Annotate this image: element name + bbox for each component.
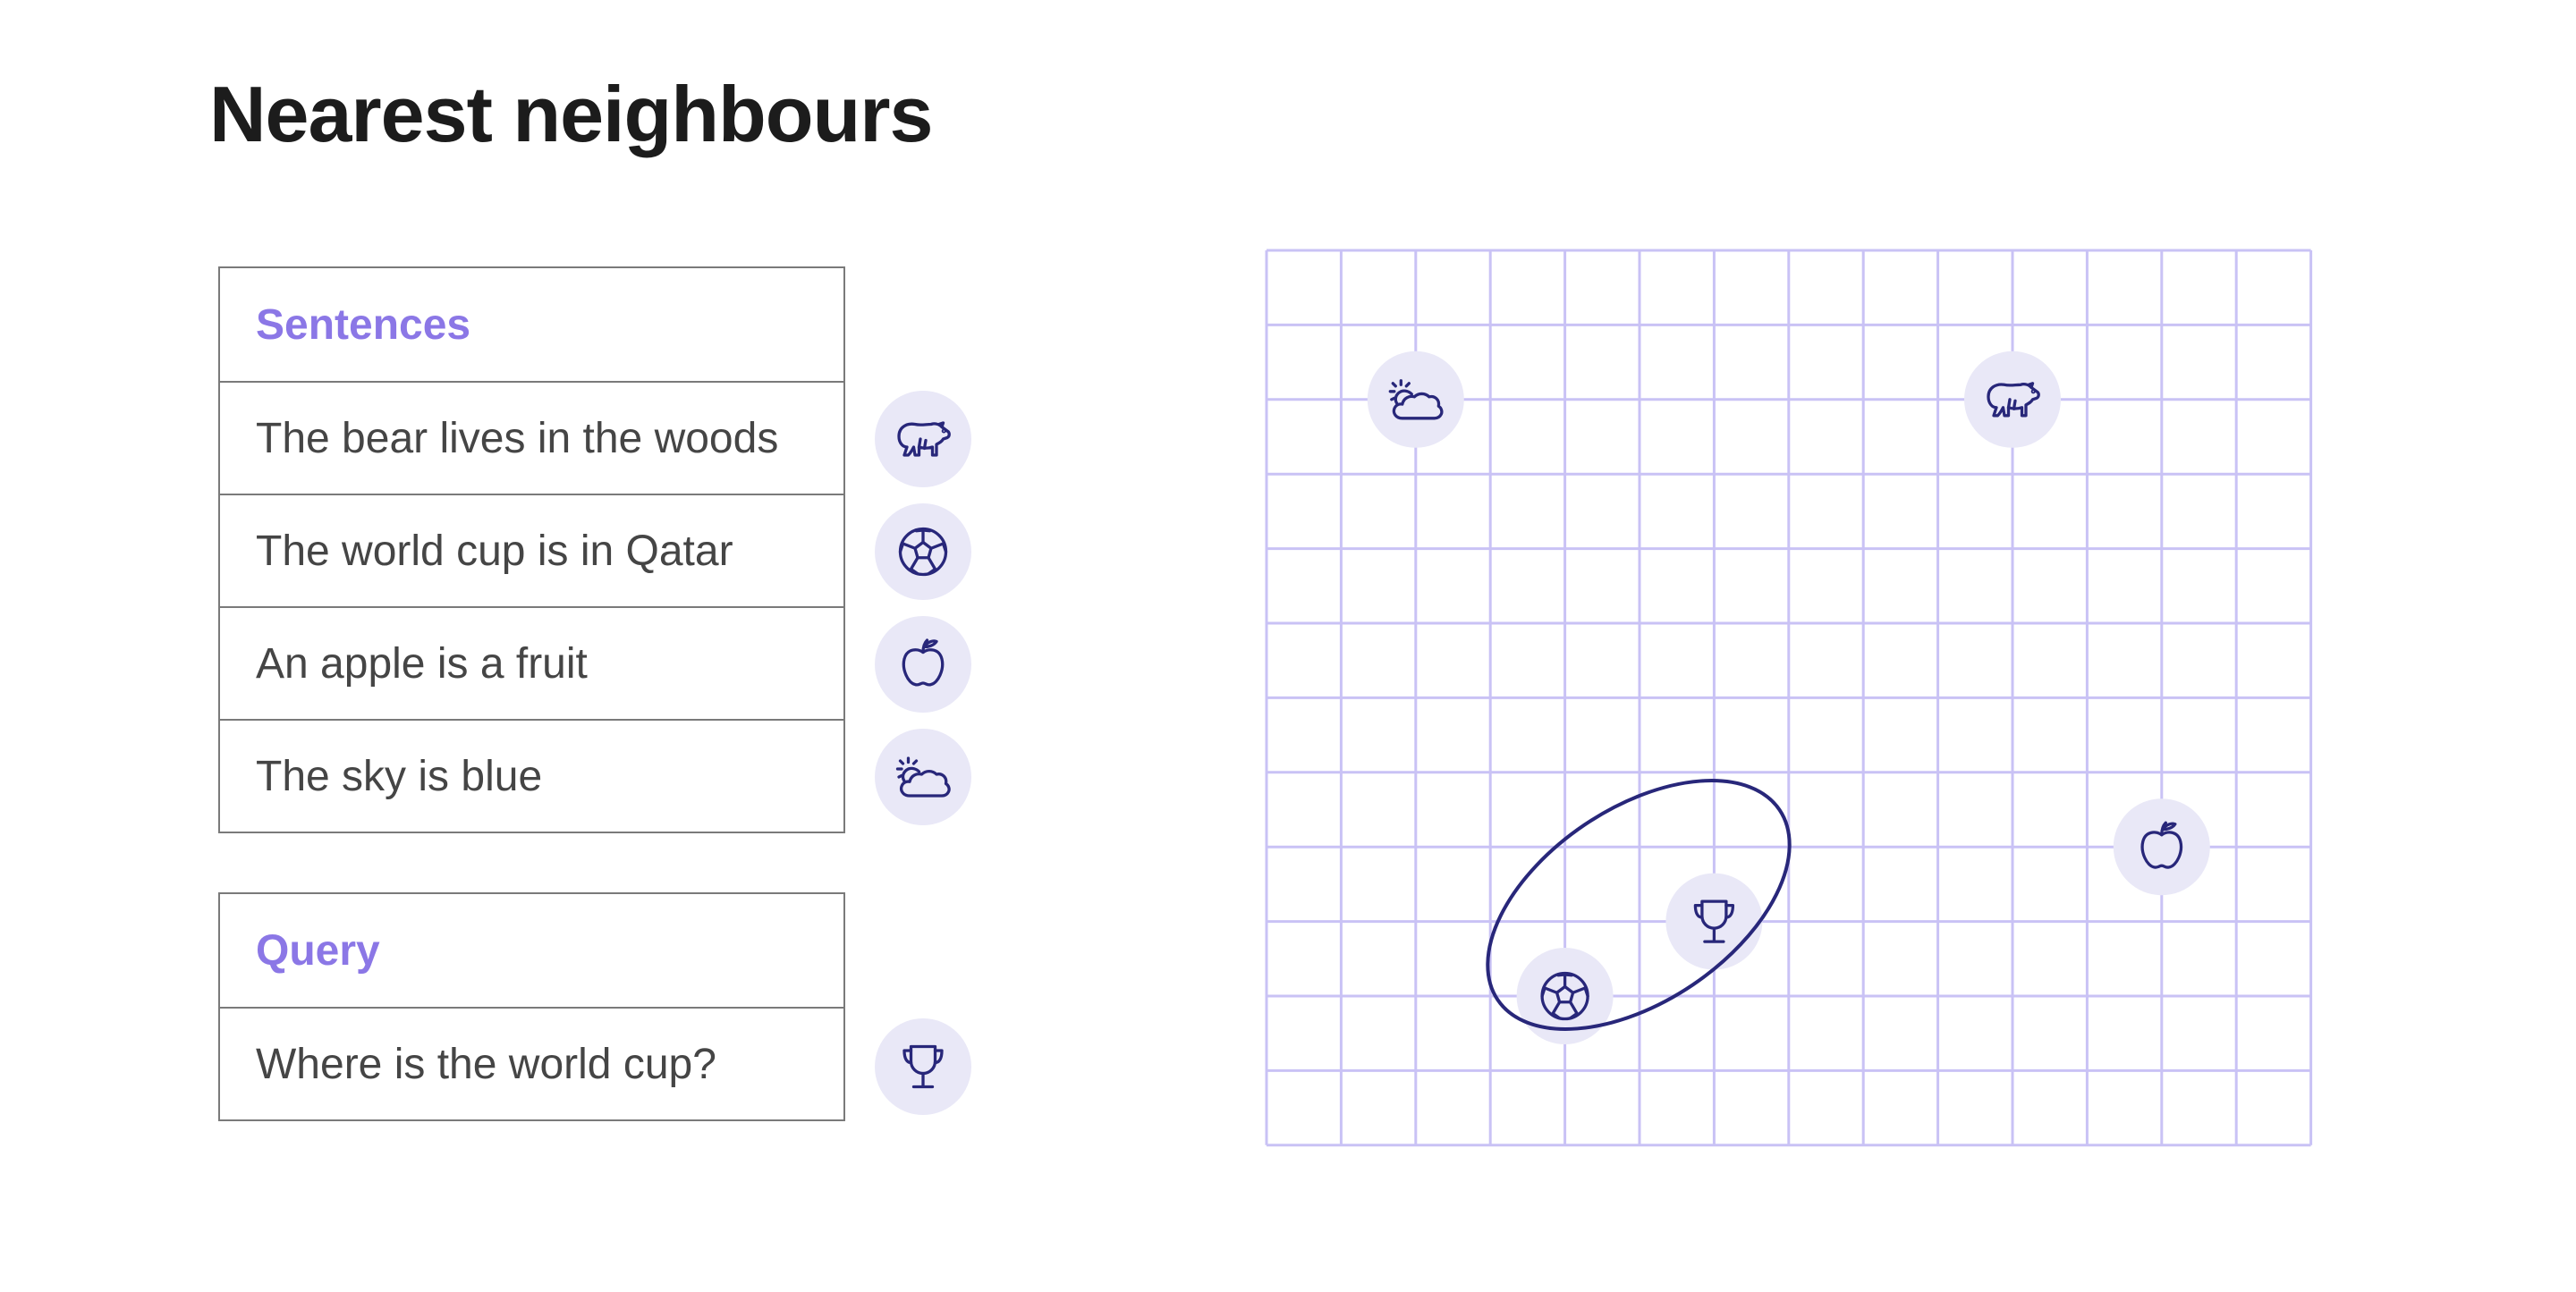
soccer-ball-icon-bubble [875,503,971,600]
apple-icon-bubble [875,616,971,713]
trophy-icon [891,1034,955,1099]
plot-grid [1265,249,2313,1147]
sentences-header: Sentences [256,300,471,349]
sentence-row-apple: An apple is a fruit [220,606,843,719]
nearest-neighbour-cluster [1486,779,1792,1031]
soccer-ball-icon [1540,971,1589,1021]
apple-icon [891,632,955,697]
sentence-row-world-cup: The world cup is in Qatar [220,494,843,606]
query-row: Where is the world cup? [220,1007,843,1119]
bear-icon [891,407,955,471]
plot-point-bubble [2113,798,2210,896]
plot-point-bubble [1516,948,1614,1044]
trophy-icon-bubble [875,1018,971,1115]
sentences-table: Sentences The bear lives in the woods Th… [218,266,845,833]
bear-icon [1987,382,2040,418]
plot-point-bear [1964,350,2061,448]
plot-point-bubble [1964,350,2061,448]
page-title: Nearest neighbours [209,70,933,158]
plot-point-bubble [1665,873,1763,970]
sun-cloud-icon [891,745,955,809]
trophy-icon [1693,899,1735,943]
apple-icon [2140,821,2183,869]
bear-icon-bubble [875,391,971,487]
plot-point-soccer-ball [1516,948,1614,1044]
sentence-row-sky: The sky is blue [220,719,843,832]
plot-points [1367,350,2210,1044]
sun-cloud-icon-bubble [875,729,971,825]
plot-point-bubble [1367,350,1464,448]
sun-cloud-icon [1388,379,1444,420]
query-header: Query [256,926,380,975]
sentence-row-bear: The bear lives in the woods [220,381,843,494]
soccer-ball-icon [891,519,955,584]
plot-point-sun-cloud [1367,350,1464,448]
plot-point-apple [2113,798,2210,896]
query-table: Query Where is the world cup? [218,892,845,1121]
plot-point-trophy [1665,873,1763,970]
